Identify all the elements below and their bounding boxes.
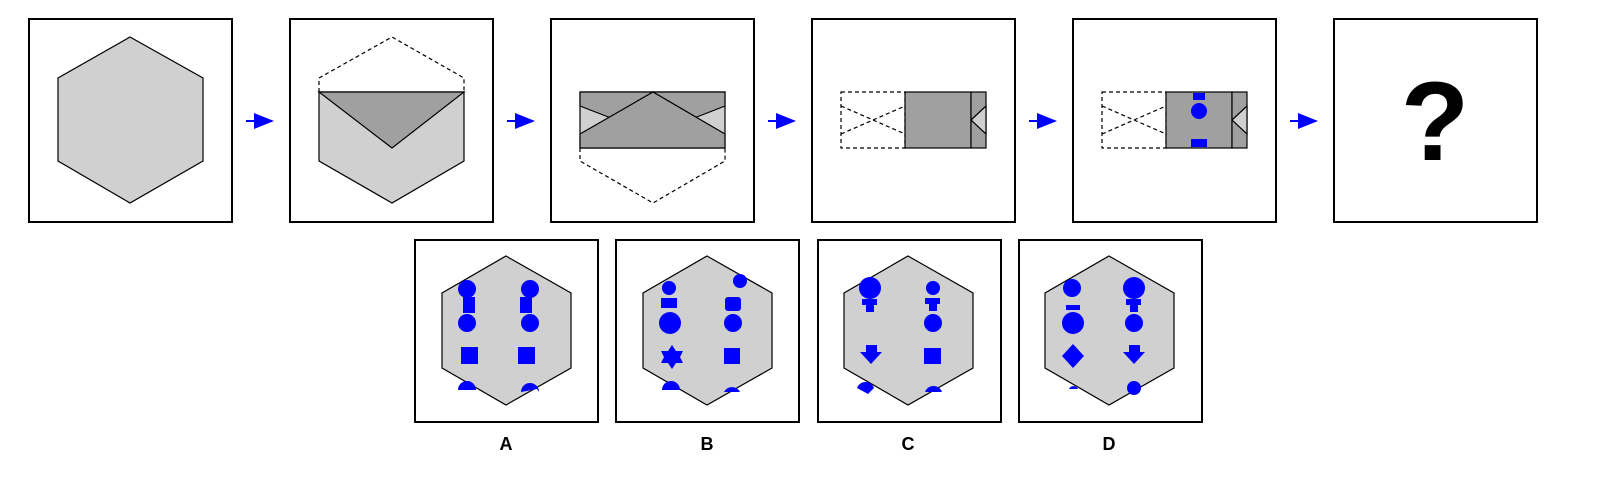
option-label: A xyxy=(500,434,513,454)
option-c[interactable]: C xyxy=(817,239,1002,454)
option-d[interactable]: D xyxy=(1018,239,1203,454)
original-outline-dashed xyxy=(579,148,726,204)
punch-circle xyxy=(1191,103,1207,119)
hexagon-paper xyxy=(57,36,204,204)
dashed-cross-1 xyxy=(1101,105,1167,135)
original-outline-dashed xyxy=(318,36,465,92)
punch-marks xyxy=(458,280,539,392)
step-5-punched xyxy=(1072,18,1277,223)
step-1-hexagon xyxy=(28,18,233,223)
step-3-fold-bottom xyxy=(550,18,755,223)
punch-marks xyxy=(1062,277,1145,395)
punch-marks xyxy=(659,274,747,392)
option-a[interactable]: A xyxy=(414,239,599,454)
dashed-cross-2 xyxy=(1101,105,1167,135)
folded-block xyxy=(904,91,972,149)
edge-notch xyxy=(1231,104,1248,136)
dashed-cross-2 xyxy=(840,105,906,135)
option-b[interactable]: B xyxy=(615,239,800,454)
question-mark: ? xyxy=(1401,59,1469,184)
folded-flap xyxy=(317,91,466,149)
option-hexagon xyxy=(642,255,773,406)
folded-block xyxy=(1165,91,1233,149)
lower-flap xyxy=(579,91,726,149)
punch-bar-bottom xyxy=(1191,139,1207,147)
option-label: C xyxy=(902,434,915,454)
step-4-fold-side xyxy=(811,18,1016,223)
option-label: D xyxy=(1103,434,1116,454)
dashed-cross-1 xyxy=(840,105,906,135)
step-6-unknown: ? xyxy=(1333,18,1538,223)
punch-bar-top xyxy=(1193,93,1205,100)
punch-marks xyxy=(857,277,942,394)
panel-frame xyxy=(1333,18,1538,223)
edge-notch xyxy=(970,104,987,136)
step-2-fold-top xyxy=(289,18,494,223)
option-label: B xyxy=(701,434,714,454)
